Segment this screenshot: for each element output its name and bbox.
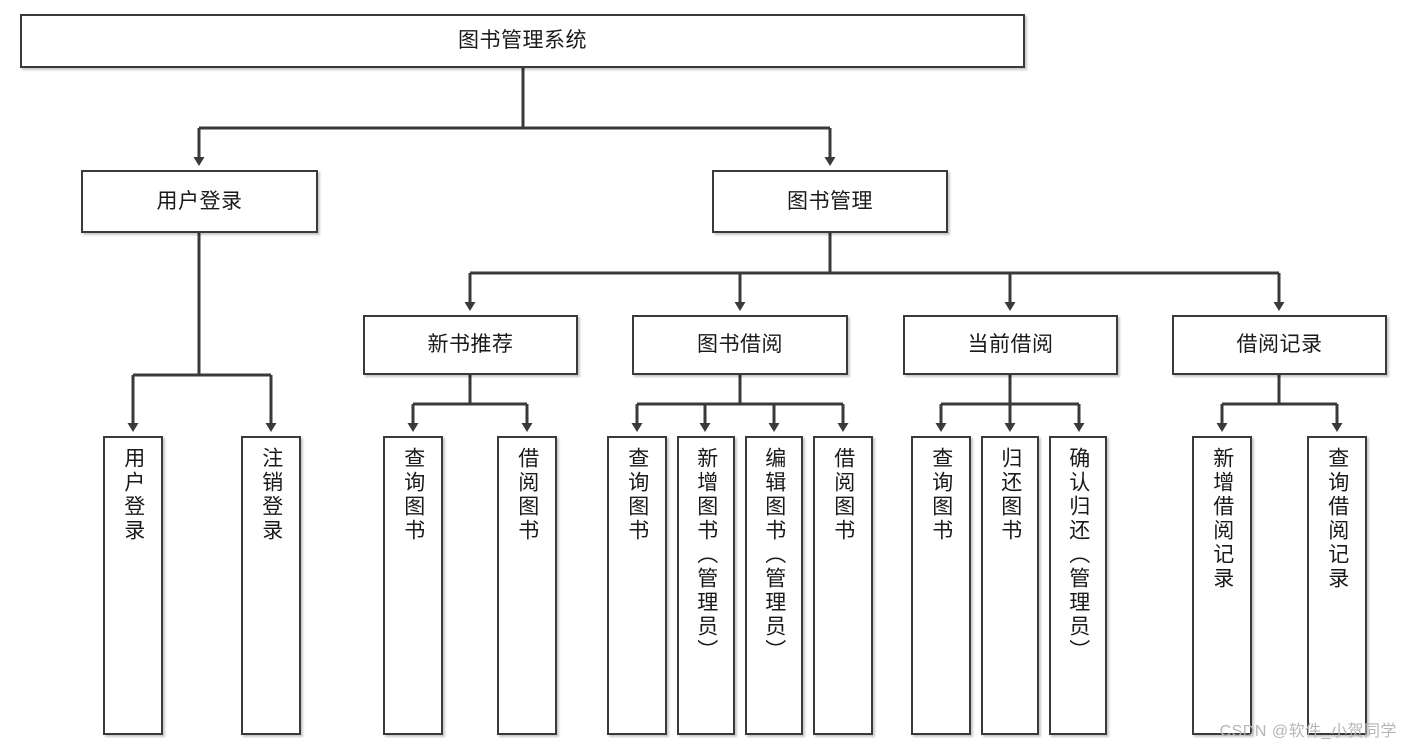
node-leaf-confirm-return-admin[interactable]: 确认归还（管理员）	[1049, 436, 1107, 735]
node-label: 借阅图书	[515, 447, 539, 543]
node-label: 当前借阅	[967, 333, 1054, 357]
node-leaf-query-book-2[interactable]: 查询图书	[607, 436, 667, 735]
node-label: 查询借阅记录	[1325, 447, 1349, 591]
node-root-book-management-system[interactable]: 图书管理系统	[20, 14, 1025, 68]
node-leaf-user-login[interactable]: 用户登录	[103, 436, 163, 735]
node-leaf-borrow-book-1[interactable]: 借阅图书	[497, 436, 557, 735]
node-borrow-record[interactable]: 借阅记录	[1172, 315, 1387, 375]
node-label: 新增图书（管理员）	[694, 447, 718, 663]
node-leaf-edit-book-admin[interactable]: 编辑图书（管理员）	[745, 436, 803, 735]
node-label: 新增借阅记录	[1210, 447, 1234, 591]
node-label: 查询图书	[625, 447, 649, 543]
node-new-book-recommend[interactable]: 新书推荐	[363, 315, 578, 375]
node-leaf-add-borrow-record[interactable]: 新增借阅记录	[1192, 436, 1252, 735]
node-label: 用户登录	[156, 189, 243, 213]
node-label: 编辑图书（管理员）	[762, 447, 786, 663]
node-label: 确认归还（管理员）	[1066, 447, 1090, 663]
node-leaf-query-borrow-record[interactable]: 查询借阅记录	[1307, 436, 1367, 735]
node-leaf-query-book-1[interactable]: 查询图书	[383, 436, 443, 735]
node-label: 用户登录	[121, 447, 145, 543]
csdn-watermark: CSDN @软件_小贺同学	[1219, 723, 1397, 740]
node-leaf-add-book-admin[interactable]: 新增图书（管理员）	[677, 436, 735, 735]
node-label: 图书管理系统	[458, 29, 587, 53]
node-book-management[interactable]: 图书管理	[712, 170, 948, 233]
node-current-borrow[interactable]: 当前借阅	[903, 315, 1118, 375]
node-user-login[interactable]: 用户登录	[81, 170, 318, 233]
node-leaf-logout[interactable]: 注销登录	[241, 436, 301, 735]
node-label: 查询图书	[401, 447, 425, 543]
node-leaf-query-book-3[interactable]: 查询图书	[911, 436, 971, 735]
node-label: 图书管理	[787, 189, 873, 213]
node-book-borrow[interactable]: 图书借阅	[632, 315, 848, 375]
node-label: 查询图书	[929, 447, 953, 543]
node-label: 注销登录	[259, 447, 283, 543]
node-label: 归还图书	[998, 447, 1022, 543]
node-label: 图书借阅	[697, 333, 783, 357]
node-label: 借阅记录	[1236, 333, 1323, 357]
node-leaf-borrow-book-2[interactable]: 借阅图书	[813, 436, 873, 735]
node-label: 借阅图书	[831, 447, 855, 543]
node-label: 新书推荐	[427, 333, 514, 357]
node-leaf-return-book[interactable]: 归还图书	[981, 436, 1039, 735]
